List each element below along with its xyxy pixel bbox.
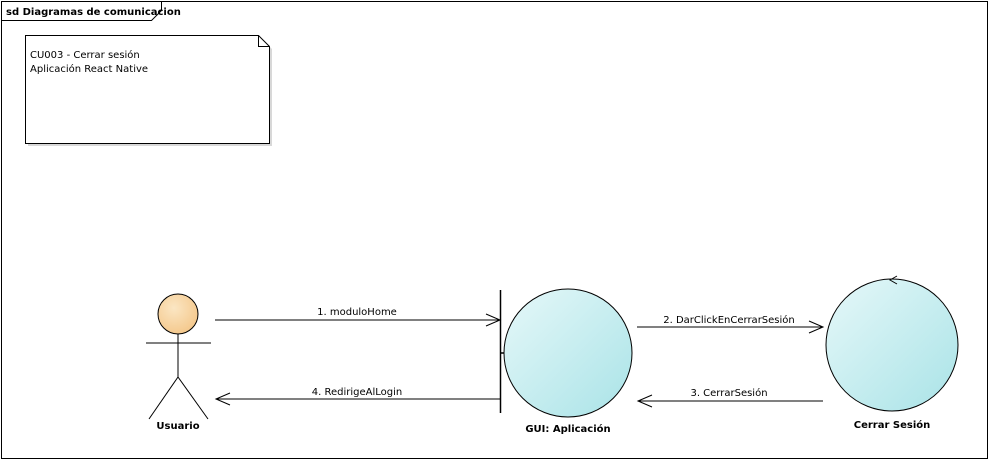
control-circle	[825, 278, 959, 412]
frame-title: sd Diagramas de comunicacion	[6, 7, 181, 18]
message-2-label: 2. DarClickEnCerrarSesión	[663, 314, 795, 326]
note[interactable]: CU003 - Cerrar sesión Aplicación React N…	[25, 35, 273, 147]
actor-head	[157, 293, 199, 335]
boundary-circle	[503, 288, 633, 418]
arrowhead-icon	[636, 394, 653, 408]
message-4-label: 4. RedirigeAlLogin	[312, 387, 402, 398]
arrowhead-icon	[214, 392, 231, 406]
note-line-1: CU003 - Cerrar sesión	[30, 49, 140, 61]
message-3[interactable]: 3. CerrarSesión	[636, 387, 823, 408]
message-2[interactable]: 2. DarClickEnCerrarSesión	[637, 314, 825, 334]
control-name: Cerrar Sesión	[854, 419, 931, 431]
message-1[interactable]: 1. moduloHome	[215, 307, 502, 327]
actor-name: Usuario	[156, 421, 199, 432]
arrowhead-icon	[485, 313, 502, 327]
message-1-label: 1. moduloHome	[317, 307, 397, 318]
message-3-label: 3. CerrarSesión	[690, 387, 767, 399]
actor-usuario[interactable]: Usuario	[146, 293, 211, 432]
boundary-name: GUI: Aplicación	[525, 423, 610, 435]
control-cerrar-sesion[interactable]: Cerrar Sesión	[825, 275, 959, 431]
note-line-2: Aplicación React Native	[30, 63, 148, 75]
control-arrow-icon	[888, 275, 898, 285]
message-4[interactable]: 4. RedirigeAlLogin	[214, 387, 500, 406]
arrowhead-icon	[808, 320, 825, 334]
boundary-gui-aplicacion[interactable]: GUI: Aplicación	[499, 288, 633, 435]
